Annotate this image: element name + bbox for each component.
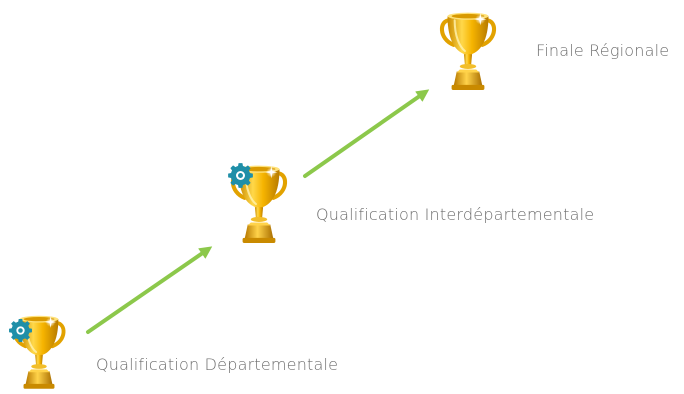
stage-label-interdepartementale: Qualification Interdépartementale [316,205,595,224]
arrow-icon [86,246,213,334]
stage-label-departementale: Qualification Départementale [96,355,339,374]
gear-icon [227,162,254,189]
trophy-icon [437,10,499,92]
gear-icon [8,318,33,343]
arrow-icon [303,89,430,178]
stage-label-finale-regionale: Finale Régionale [536,41,670,60]
